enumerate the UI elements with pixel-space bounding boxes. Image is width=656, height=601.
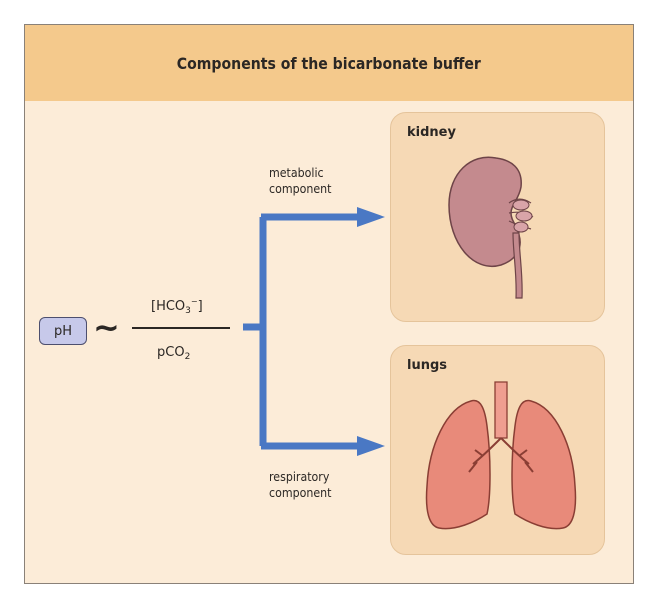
- kidney-label: kidney: [407, 125, 456, 140]
- diagram-frame: Components of the bicarbonate buffer pH …: [24, 24, 634, 584]
- numerator-subscript: 3: [185, 306, 191, 316]
- lungs-panel: lungs: [390, 345, 605, 555]
- title-bar: Components of the bicarbonate buffer: [25, 25, 633, 101]
- denominator-subscript: 2: [184, 352, 191, 362]
- lungs-icon: [425, 381, 577, 530]
- fraction-bar: [132, 327, 230, 329]
- metabolic-arrowhead: [357, 207, 385, 227]
- kidney-icon: [448, 156, 534, 299]
- kidney-panel: kidney: [390, 112, 605, 322]
- branch-arrows: [243, 207, 385, 456]
- respiratory-line2: component: [269, 486, 332, 500]
- metabolic-line2: component: [269, 182, 332, 196]
- denominator-base: pCO: [157, 345, 185, 360]
- ph-label: pH: [53, 323, 73, 339]
- lungs-label: lungs: [407, 358, 448, 373]
- ph-box: pH: [39, 317, 87, 345]
- proportional-symbol: ~: [93, 308, 120, 346]
- fraction-numerator: [HCO3−]: [151, 297, 203, 316]
- fraction-denominator: pCO2: [157, 345, 190, 362]
- metabolic-line1: metabolic: [269, 166, 324, 180]
- numerator-close: ]: [197, 299, 203, 314]
- numerator-base: [HCO: [151, 299, 186, 314]
- respiratory-line1: respiratory: [269, 470, 330, 484]
- respiratory-component-label: respiratory component: [269, 469, 331, 501]
- metabolic-component-label: metabolic component: [269, 165, 331, 197]
- numerator-superscript: −: [190, 297, 198, 306]
- diagram-title: Components of the bicarbonate buffer: [176, 53, 482, 73]
- respiratory-arrowhead: [357, 436, 385, 456]
